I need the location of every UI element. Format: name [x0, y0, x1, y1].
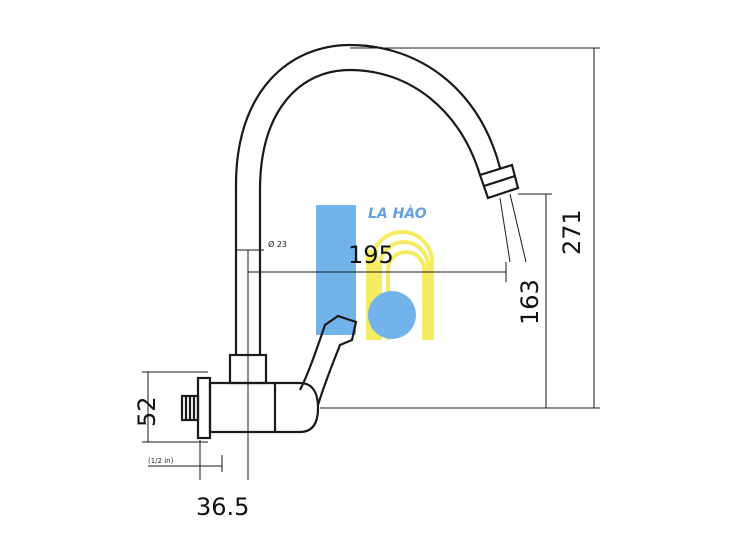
dim-total-height-label: 271: [558, 209, 586, 255]
handle-lever: [299, 314, 358, 406]
spout-aerator: [478, 163, 520, 200]
stream-line-2: [509, 193, 527, 263]
dim-outlet-height-label: 163: [516, 279, 544, 325]
spout-inner-curve: [258, 68, 482, 355]
valve-body: [180, 314, 358, 440]
spout-outer-curve: [234, 43, 502, 355]
dim-depth-label: 36.5: [196, 493, 249, 521]
watermark-logo: LA HÀO: [316, 205, 434, 340]
logo-blue-bar: [316, 205, 356, 335]
dimension-lines: [142, 47, 600, 480]
dim-reach-label: 195: [348, 241, 394, 269]
spout: [234, 43, 520, 355]
logo-text: LA HÀO: [368, 205, 427, 222]
logo-yellow-arc-3: [386, 250, 426, 340]
logo-yellow-arc-2: [378, 240, 430, 340]
wall-flange: [196, 376, 212, 440]
dim-diameter-label: Ø 23: [268, 239, 287, 249]
spout-aerator-line: [483, 174, 516, 188]
logo-blue-dot: [368, 291, 416, 339]
body-outline: [208, 381, 320, 434]
dim-base-label: (1/2 in): [148, 457, 174, 465]
stream-line-1: [499, 197, 511, 263]
dim-body-height-label: 52: [133, 396, 161, 427]
